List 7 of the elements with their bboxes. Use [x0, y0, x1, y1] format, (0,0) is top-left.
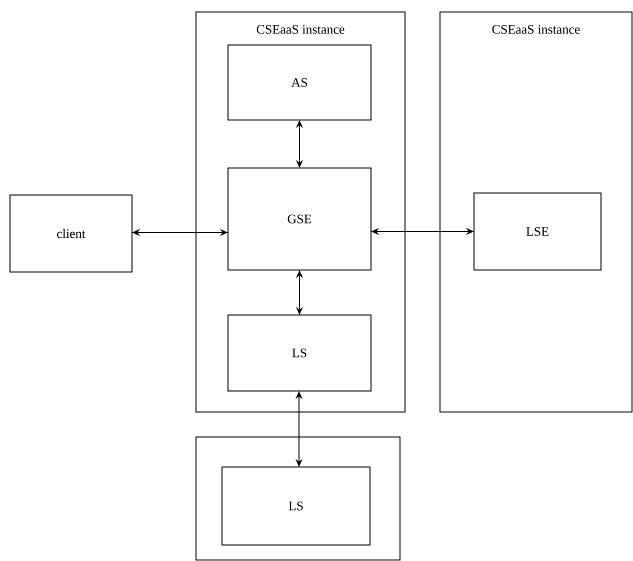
container-box [196, 436, 400, 560]
process-box: AS [228, 44, 372, 120]
process-box: LS [228, 314, 372, 392]
process-box: GSE [228, 168, 372, 270]
process-box: client [10, 194, 132, 272]
process-box: LSE [474, 192, 602, 270]
process-box: LS [222, 466, 370, 546]
